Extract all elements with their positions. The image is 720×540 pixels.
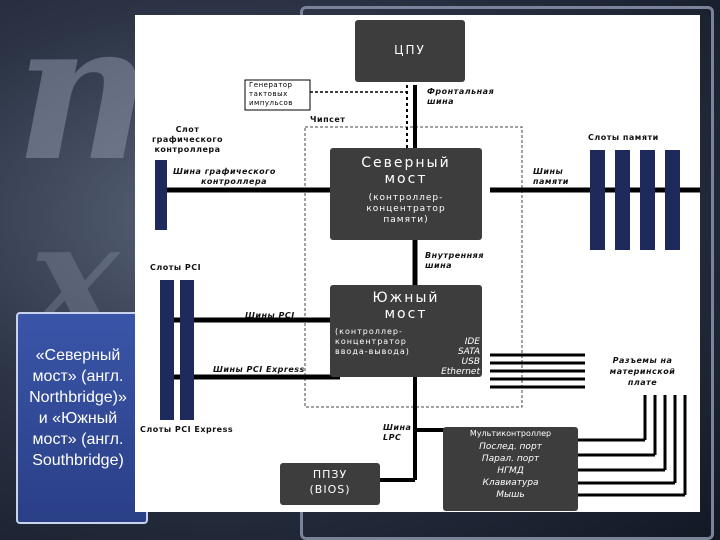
memory-bus-label: Шины памяти bbox=[533, 167, 569, 187]
lpc-bus-line: Шина bbox=[383, 423, 412, 432]
bios-block bbox=[280, 463, 380, 505]
south-bridge-port: Ethernet bbox=[441, 367, 480, 377]
graphics-slot-line: графического bbox=[151, 135, 224, 144]
chipset-label: Чипсет bbox=[310, 115, 346, 124]
south-bridge-title-line: мост bbox=[384, 306, 428, 322]
lpc-bus-line: LPC bbox=[383, 433, 402, 442]
south-bridge-ports: IDE SATA USB Ethernet Аудио ППЗУ bbox=[435, 337, 480, 397]
north-bridge-sub-line: концентратор bbox=[366, 204, 446, 214]
south-bridge-port: USB bbox=[461, 357, 480, 367]
motherboard-connectors-line: материнской bbox=[609, 367, 676, 376]
chipset-diagram: ЦПУ Генератор тактовых импульсов Фронтал… bbox=[135, 15, 700, 512]
south-bridge-port: Аудио bbox=[450, 377, 480, 387]
multicontroller-port: Парал. порт bbox=[481, 454, 540, 464]
south-bridge-port: SATA bbox=[457, 347, 480, 357]
pcie-slot bbox=[160, 345, 174, 420]
multicontroller-port: Клавиатура bbox=[482, 478, 539, 488]
bios-label: ППЗУ (BIOS) bbox=[280, 467, 380, 497]
bios-line: ППЗУ bbox=[312, 468, 348, 481]
south-bridge-port: IDE bbox=[464, 337, 480, 347]
bios-line: (BIOS) bbox=[309, 483, 351, 496]
motherboard-connectors-line: Разъемы на bbox=[612, 356, 673, 365]
clock-generator-block bbox=[244, 79, 311, 111]
memory-bus-line: памяти bbox=[533, 177, 569, 186]
multicontroller-port: Мышь bbox=[496, 490, 525, 500]
pci-slot bbox=[180, 280, 194, 345]
caption-line: Northbridge)» bbox=[29, 389, 127, 406]
north-bridge-block bbox=[330, 148, 482, 240]
caption-line: «Северный bbox=[35, 347, 121, 364]
graphics-slot bbox=[155, 160, 167, 230]
diagram-lines bbox=[155, 20, 700, 511]
memory-slot bbox=[640, 150, 655, 250]
south-bridge-block bbox=[330, 285, 482, 377]
south-bridge-sub-line: (контроллер- bbox=[335, 327, 403, 336]
lpc-bus-label: Шина LPC bbox=[383, 423, 411, 443]
north-bridge-sub-line: памяти) bbox=[383, 215, 429, 225]
cpu-block bbox=[355, 20, 465, 82]
north-bridge-sub-line: (контроллер- bbox=[368, 193, 444, 203]
front-bus-line: Фронтальная bbox=[427, 87, 495, 96]
motherboard-connectors-label: Разъемы на материнской плате bbox=[585, 355, 700, 388]
memory-bus-line: Шины bbox=[533, 167, 564, 176]
south-bridge-title: Южный мост bbox=[330, 290, 482, 322]
south-bridge-port: ППЗУ bbox=[455, 387, 480, 397]
pci-slots-label: Слоты PCI bbox=[150, 263, 202, 272]
south-bridge-title-line: Южный bbox=[372, 290, 440, 306]
memory-slots-label: Слоты памяти bbox=[588, 133, 659, 142]
graphics-slot-line: контроллера bbox=[154, 145, 221, 154]
multicontroller-title: Мультиконтроллер bbox=[469, 429, 552, 438]
multicontroller-port: Послед. порт bbox=[479, 442, 542, 452]
memory-slot bbox=[615, 150, 630, 250]
north-bridge-subtitle: (контроллер- концентратор памяти) bbox=[330, 193, 482, 226]
memory-slot bbox=[590, 150, 605, 250]
caption-line: мост» (англ. bbox=[32, 431, 124, 448]
graphics-slot-label: Слот графического контроллера bbox=[135, 125, 240, 155]
caption-line: и «Южный bbox=[38, 410, 118, 427]
clock-generator-line: Генератор bbox=[249, 81, 293, 89]
graphics-slot-line: Слот bbox=[175, 125, 200, 134]
south-bridge-sub-line: ввода-вывода) bbox=[335, 347, 410, 356]
north-bridge-title-line: Северный bbox=[361, 155, 451, 171]
graphics-bus-label: Шина графического контроллера bbox=[173, 167, 276, 187]
north-bridge-title-line: мост bbox=[384, 171, 428, 187]
clock-generator-line: импульсов bbox=[249, 99, 293, 107]
south-bridge-sub-line: концентратор bbox=[335, 337, 407, 346]
front-bus-line: шина bbox=[427, 97, 455, 106]
caption-text: «Северный мост» (англ. Northbridge)» и «… bbox=[18, 345, 138, 471]
pci-slot bbox=[160, 280, 174, 345]
clock-generator-line: тактовых bbox=[249, 90, 288, 98]
front-bus-label: Фронтальная шина bbox=[427, 87, 494, 107]
internal-bus-line: шина bbox=[425, 261, 453, 270]
multicontroller-ports: Послед. порт Парал. порт НГМД Клавиатура… bbox=[443, 441, 578, 501]
pci-bus-label: Шины PCI bbox=[245, 311, 295, 320]
pcie-slot bbox=[180, 345, 194, 420]
multicontroller-block bbox=[443, 427, 578, 511]
caption-line: мост» (англ. bbox=[32, 368, 124, 385]
pcie-slots-label: Слоты PCI Express bbox=[140, 425, 234, 434]
north-bridge-title: Северный мост bbox=[330, 155, 482, 187]
pcie-bus-label: Шины PCI Express bbox=[213, 365, 305, 374]
internal-bus-label: Внутренняя шина bbox=[425, 251, 484, 271]
cpu-label: ЦПУ bbox=[394, 43, 426, 57]
caption-line: Southbridge) bbox=[32, 452, 124, 469]
clock-generator-label: Генератор тактовых импульсов bbox=[249, 81, 293, 108]
multicontroller-port: НГМД bbox=[497, 466, 524, 476]
memory-slot bbox=[665, 150, 680, 250]
motherboard-connectors-line: плате bbox=[627, 378, 658, 387]
graphics-bus-line: Шина графического bbox=[173, 167, 276, 176]
south-bridge-subtitle: (контроллер- концентратор ввода-вывода) bbox=[335, 327, 455, 357]
graphics-bus-line: контроллера bbox=[201, 177, 268, 186]
internal-bus-line: Внутренняя bbox=[425, 251, 484, 260]
